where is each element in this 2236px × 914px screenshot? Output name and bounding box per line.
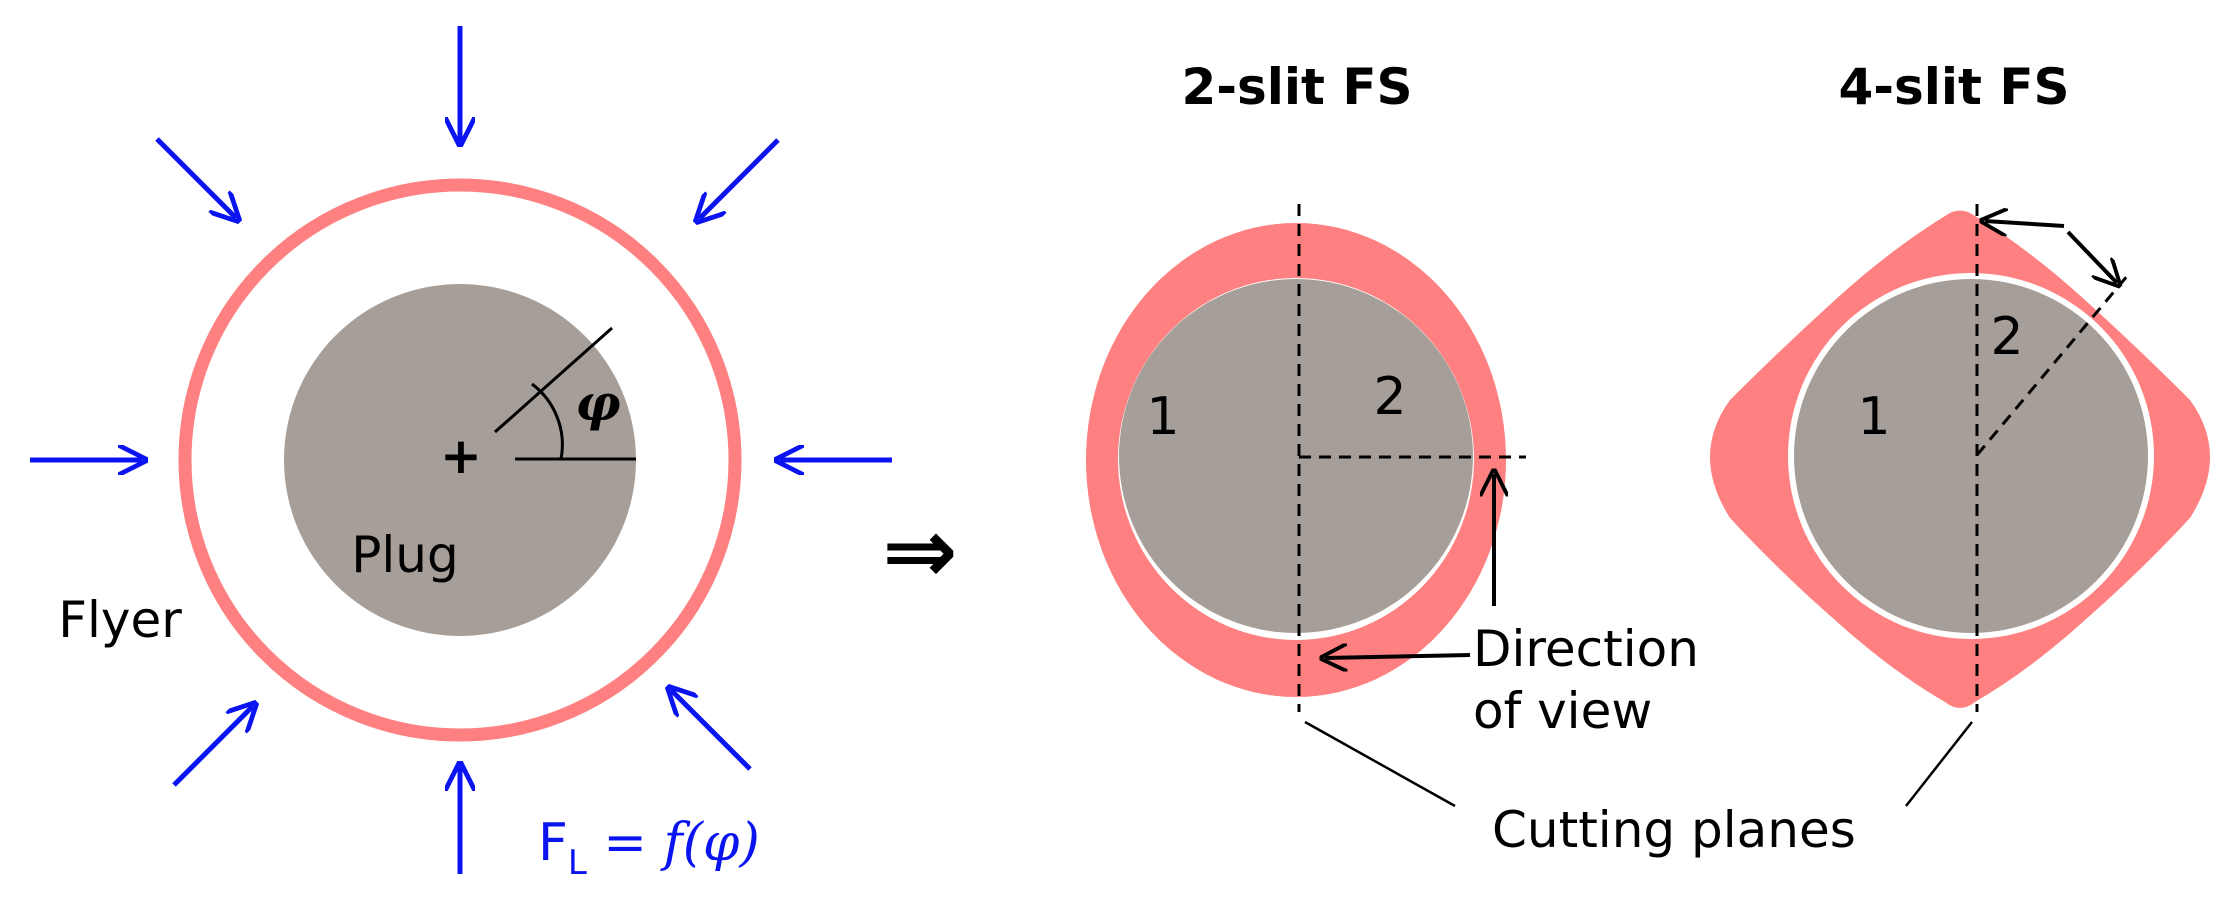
center-mark: +	[440, 427, 482, 485]
four-slit-arrow-diagonal	[2066, 230, 2117, 283]
direction-label-line1: Direction	[1473, 620, 1699, 678]
four-slit-panel: 4-slit FS 1 2	[1710, 58, 2210, 712]
angle-phi-label: φ	[575, 373, 620, 432]
four-slit-region-2: 2	[1990, 307, 2023, 367]
force-symbol: F	[538, 813, 568, 873]
two-slit-region-1: 1	[1146, 387, 1179, 447]
callout-line-left	[1304, 720, 1456, 808]
flyer-ring	[178, 178, 742, 742]
left-panel: + φ Plug Flyer FL = f(φ)	[30, 26, 892, 883]
arrow-icon	[172, 706, 253, 787]
two-slit-panel: 2-slit FS 1 2 Direction of view	[1086, 58, 1699, 740]
cutting-planes-label: Cutting planes	[1492, 801, 1856, 859]
plug-disk	[284, 284, 636, 636]
direction-arrow-left	[1325, 655, 1471, 658]
arrow-icon	[155, 137, 236, 218]
flyer-label: Flyer	[58, 591, 182, 649]
callout-line-right	[1905, 721, 1973, 807]
pressure-arrows	[30, 26, 892, 874]
direction-label-line2: of view	[1473, 682, 1652, 740]
four-slit-region-1: 1	[1857, 387, 1890, 447]
four-slit-plug	[1794, 279, 2148, 633]
force-expression: = f(φ)	[587, 813, 760, 873]
two-slit-title: 2-slit FS	[1181, 58, 1412, 116]
double-arrow-right-icon: ⇒	[882, 499, 957, 604]
angle-ray	[494, 326, 613, 434]
two-slit-plug	[1119, 279, 1473, 633]
four-slit-title: 4-slit FS	[1838, 58, 2069, 116]
four-slit-arrow-top	[1985, 221, 2065, 226]
two-slit-region-2: 2	[1373, 367, 1406, 427]
arrow-icon	[671, 690, 752, 771]
cutting-planes-callout: Cutting planes	[1304, 720, 1973, 859]
angle-arc	[531, 382, 564, 460]
arrow-icon	[699, 138, 780, 219]
force-subscript: L	[568, 843, 587, 883]
plug-label: Plug	[351, 526, 458, 584]
force-law-label: FL = f(φ)	[538, 813, 760, 883]
